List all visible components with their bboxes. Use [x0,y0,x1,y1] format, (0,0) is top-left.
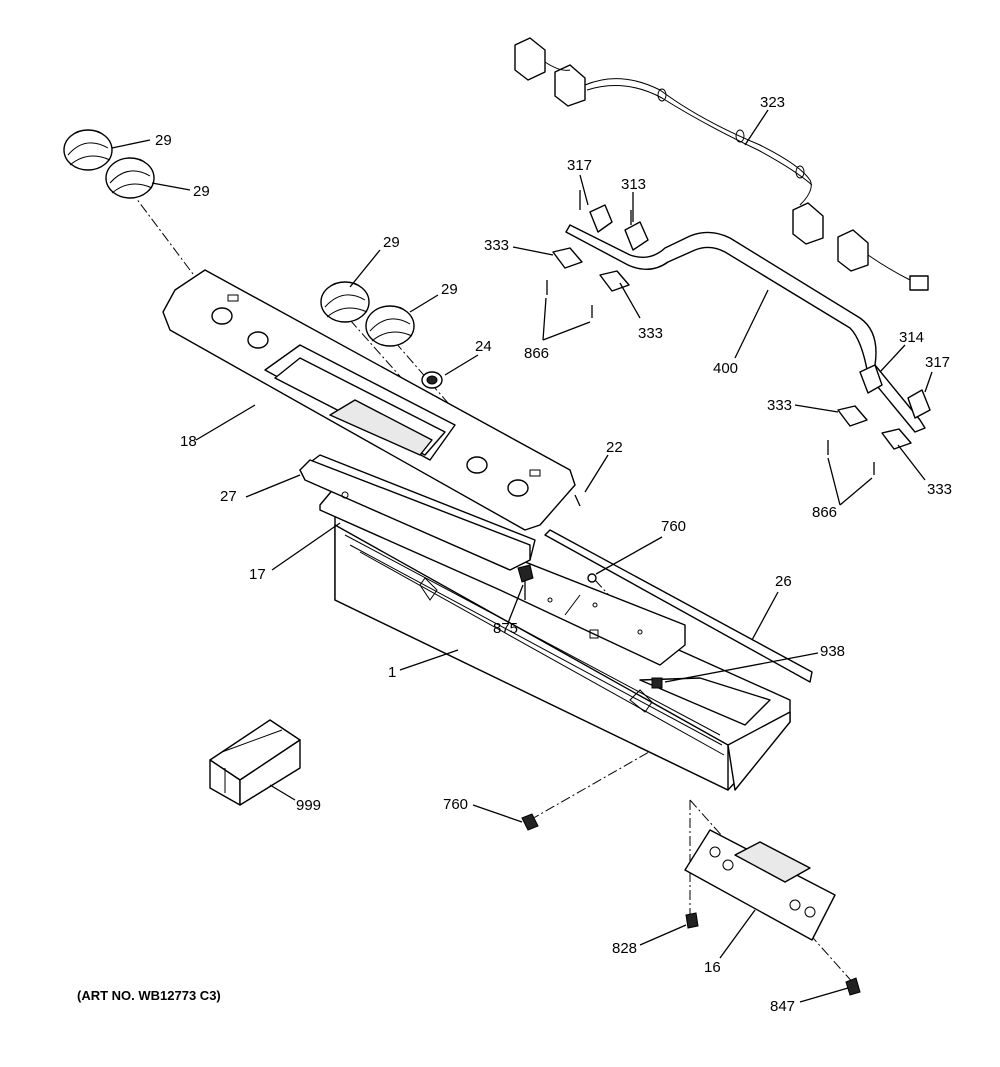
callout-866b: 866 [812,504,837,521]
callout-333d: 333 [927,481,952,498]
screw-847 [845,977,861,996]
screw-760-upper [587,573,597,583]
callout-999: 999 [296,797,321,814]
knob-2 [105,157,155,199]
callout-18: 18 [180,433,197,450]
callout-313: 313 [621,176,646,193]
callout-29b: 29 [193,183,210,200]
callout-760a: 760 [661,518,686,535]
callout-828: 828 [612,940,637,957]
callout-27: 27 [220,488,237,505]
callout-317b: 317 [925,354,950,371]
callout-400: 400 [713,360,738,377]
screw-828 [685,912,699,929]
pin [574,494,581,507]
callout-938: 938 [820,643,845,660]
leader-lines [111,109,933,1003]
callout-314: 314 [899,329,924,346]
callout-333c: 333 [767,397,792,414]
callout-333b: 333 [638,325,663,342]
callout-323: 323 [760,94,785,111]
callout-17: 17 [249,566,266,583]
callout-847: 847 [770,998,795,1015]
callout-24: 24 [475,338,492,355]
control-board [684,829,836,941]
trim-strip [544,529,813,683]
grommet [421,371,443,389]
control-panel-frame [334,499,791,791]
callout-29a: 29 [155,132,172,149]
callout-labels: 29 29 29 29 323 317 313 333 333 866 400 … [155,94,952,1015]
wire-harness [514,37,929,291]
knob-3 [320,281,370,323]
callout-333a: 333 [484,237,509,254]
parts-box [209,719,301,806]
callout-29d: 29 [441,281,458,298]
callout-26: 26 [775,573,792,590]
clip-938 [651,677,663,689]
callout-760b: 760 [443,796,468,813]
callout-317a: 317 [567,157,592,174]
callout-1: 1 [388,664,396,681]
screw-875 [517,564,534,600]
main-control-panel [162,269,576,531]
callout-875: 875 [493,620,518,637]
callout-16: 16 [704,959,721,976]
brackets-and-screws [546,247,912,475]
knob-1 [63,129,113,171]
callout-29c: 29 [383,234,400,251]
callout-866a: 866 [524,345,549,362]
screw-760-lower [521,813,539,831]
manifold-tube [565,190,931,433]
knob-4 [365,305,415,347]
membrane-overlay [299,454,536,571]
art-number: (ART NO. WB12773 C3) [77,988,221,1003]
callout-22: 22 [606,439,623,456]
